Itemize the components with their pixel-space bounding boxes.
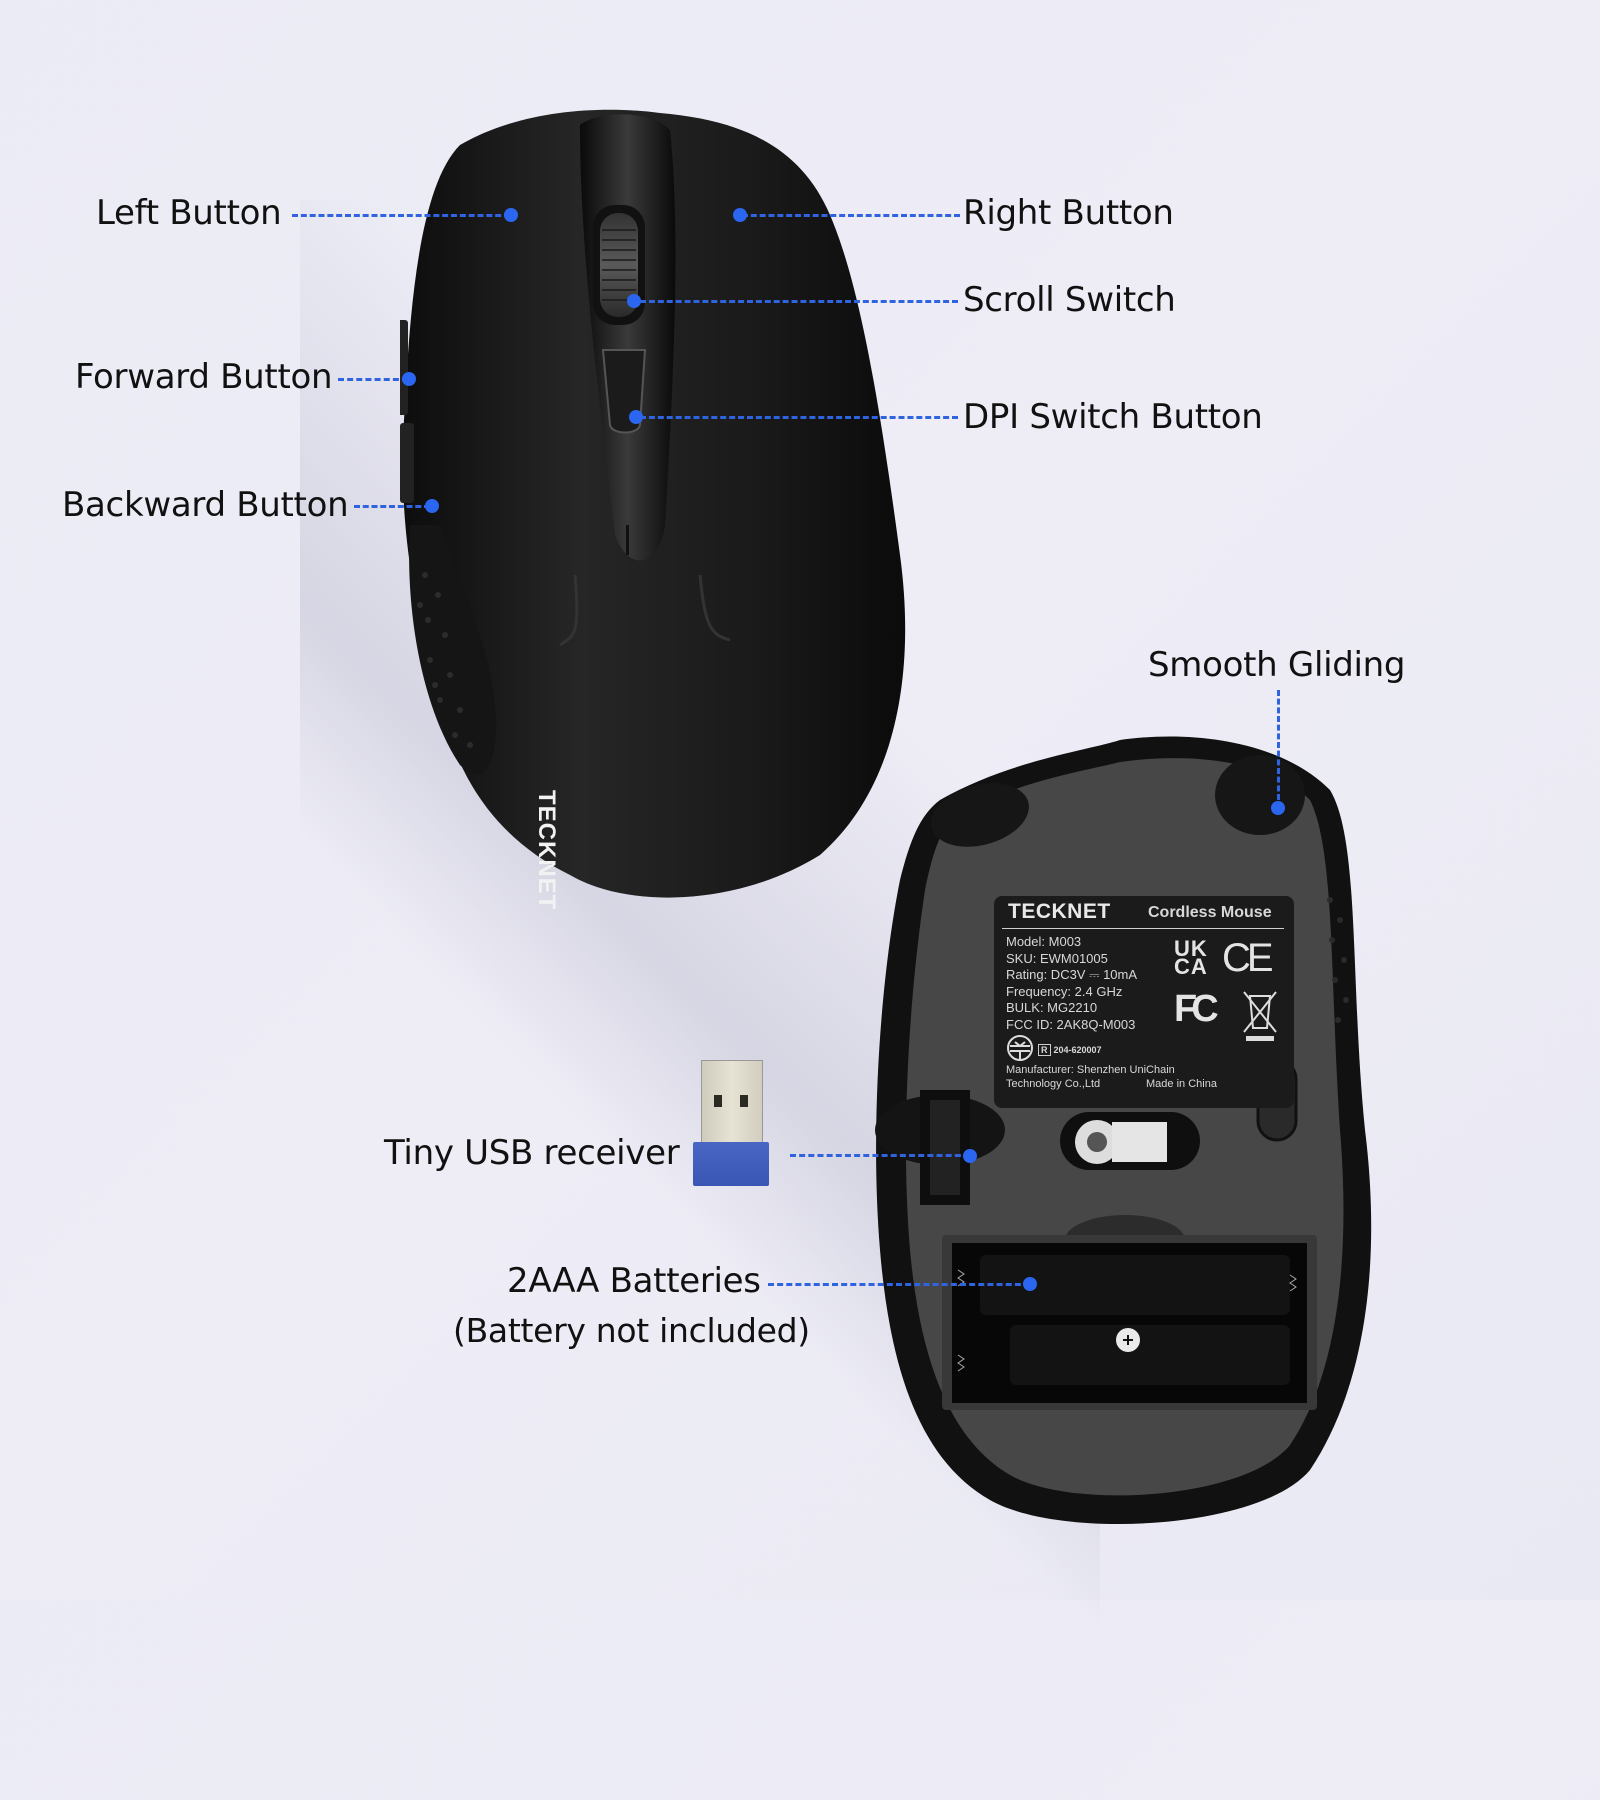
leader-forward-button [338, 378, 408, 381]
mouse-top-view [400, 109, 906, 898]
callout-right-button: Right Button [963, 193, 1174, 233]
label-plate: TECKNET Cordless Mouse Model: M003 SKU: … [994, 896, 1294, 1108]
leader-dpi-switch [640, 416, 958, 419]
plate-divider [1002, 928, 1284, 929]
usb-receiver-body [693, 1142, 769, 1186]
leader-backward-button [354, 505, 430, 508]
weee-bin-icon [1243, 991, 1277, 1041]
marker-usb-receiver [963, 1149, 977, 1163]
spec-sku: SKU: EWM01005 [1006, 950, 1108, 966]
leader-left-button [292, 214, 510, 217]
marker-forward-button [402, 372, 416, 386]
mouse-bottom-view [875, 736, 1372, 1524]
callout-left-button: Left Button [96, 193, 282, 233]
callout-dpi-switch-button: DPI Switch Button [963, 397, 1263, 437]
fcc-mark-icon: FC [1174, 988, 1219, 1030]
callout-forward-button: Forward Button [75, 357, 333, 397]
plate-made-in: Made in China [1146, 1078, 1217, 1090]
callout-backward-button: Backward Button [62, 485, 349, 525]
spec-fcc-id: FCC ID: 2AK8Q-M003 [1006, 1016, 1136, 1032]
callout-scroll-switch: Scroll Switch [963, 280, 1176, 320]
backward-button-shape [400, 423, 414, 503]
leader-batteries [768, 1283, 1030, 1286]
callout-batteries-note: (Battery not included) [453, 1311, 810, 1350]
ce-mark-icon: CE [1222, 936, 1274, 980]
leader-usb-receiver [790, 1154, 970, 1157]
spec-rating: Rating: DC3V ⎓ 10mA [1006, 967, 1138, 983]
leader-scroll-switch [640, 300, 958, 303]
spec-frequency: Frequency: 2.4 GHz [1006, 983, 1123, 999]
leader-smooth-gliding [1277, 690, 1280, 800]
forward-button-shape [400, 320, 408, 415]
marker-backward-button [425, 499, 439, 513]
marker-left-button [504, 208, 518, 222]
marker-dpi-switch [629, 410, 643, 424]
marker-right-button [733, 208, 747, 222]
callout-smooth-gliding: Smooth Gliding [1148, 645, 1406, 685]
plate-product-type: Cordless Mouse [1148, 904, 1272, 921]
marker-scroll-switch [627, 294, 641, 308]
brand-logo-top: TECKNET [533, 790, 560, 911]
callout-batteries: 2AAA Batteries [507, 1261, 761, 1301]
usb-receiver-connector [701, 1060, 763, 1144]
plate-manufacturer: Manufacturer: Shenzhen UniChain Technolo… [1006, 1064, 1175, 1090]
plate-specs: Model: M003 SKU: EWM01005 Rating: DC3V ⎓… [1006, 934, 1137, 1034]
marker-batteries [1023, 1277, 1037, 1291]
spec-bulk: BULK: MG2210 [1006, 1000, 1098, 1016]
plate-brand: TECKNET [1008, 900, 1111, 923]
spec-model: Model: M003 [1006, 934, 1082, 949]
japan-telec-icon [1007, 1035, 1033, 1061]
marker-smooth-gliding [1271, 801, 1285, 815]
leader-right-button [742, 214, 960, 217]
callout-usb-receiver: Tiny USB receiver [384, 1133, 680, 1173]
